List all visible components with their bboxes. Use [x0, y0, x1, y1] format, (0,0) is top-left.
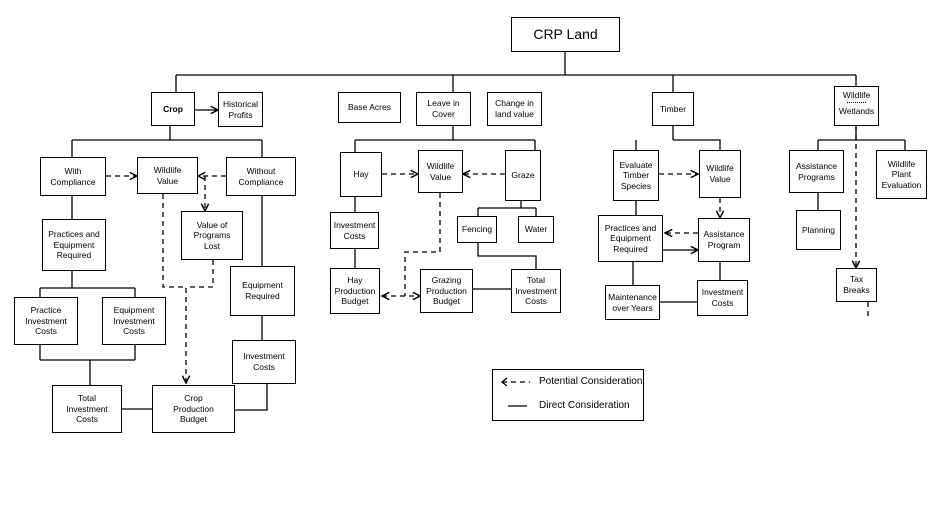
base-acres-box: Base Acres [338, 92, 401, 123]
wildlife-wetlands-separator [847, 102, 866, 103]
evaluate-timber-species-box: Evaluate Timber Species [613, 150, 659, 201]
practice-investment-costs-box: Practice Investment Costs [14, 297, 78, 345]
tax-breaks-box: Tax Breaks [836, 268, 877, 302]
historical-profits-box: Historical Profits [218, 92, 263, 127]
planning-box: Planning [796, 210, 841, 250]
wildlife-wetlands-box: Wildlife Wetlands [834, 86, 879, 126]
cover-wildlife-value-box: Wildlife Value [418, 150, 463, 193]
legend-direct: Direct Consideration [501, 400, 630, 411]
equipment-investment-costs-box: Equipment Investment Costs [102, 297, 166, 345]
legend: Potential Consideration Direct Considera… [492, 369, 644, 421]
legend-direct-label: Direct Consideration [539, 400, 630, 411]
timber-practices-equipment-box: Practices and Equipment Required [598, 215, 663, 262]
legend-potential-label: Potential Consideration [539, 376, 643, 387]
timber-box: Timber [652, 92, 694, 126]
crop-practices-equipment-box: Practices and Equipment Required [42, 219, 106, 271]
wildlife-plant-evaluation-box: Wildlife Plant Evaluation [876, 150, 927, 199]
with-compliance-box: With Compliance [40, 157, 106, 196]
cover-total-investment-costs-box: Total Investment Costs [511, 269, 561, 313]
wildlife-label: Wildlife [842, 90, 871, 100]
graze-box: Graze [505, 150, 541, 201]
timber-investment-costs-box: Investment Costs [697, 280, 748, 316]
solid-line-icon [508, 404, 527, 407]
timber-wildlife-value-box: Wildlife Value [699, 150, 741, 198]
hay-production-budget-box: Hay Production Budget [330, 268, 380, 314]
maintenance-over-years-box: Maintenance over Years [605, 285, 660, 320]
assistance-program-box: Assistance Program [698, 218, 750, 262]
crop-investment-costs-box: Investment Costs [232, 340, 296, 384]
dashed-arrow-icon [501, 376, 530, 387]
crop-total-investment-costs-box: Total Investment Costs [52, 385, 122, 433]
cover-investment-costs-box: Investment Costs [330, 212, 379, 249]
water-box: Water [518, 216, 554, 243]
legend-potential: Potential Consideration [501, 376, 642, 387]
grazing-production-budget-box: Grazing Production Budget [420, 269, 473, 313]
leave-in-cover-box: Leave in Cover [416, 92, 471, 126]
crop-wildlife-value-box: Wildlife Value [137, 157, 198, 194]
value-of-programs-lost-box: Value of Programs Lost [181, 211, 243, 260]
equipment-required-box: Equipment Required [230, 266, 295, 316]
change-in-land-value-box: Change in land value [487, 92, 542, 126]
wetlands-label: Wetlands [838, 106, 875, 116]
hay-box: Hay [340, 152, 382, 197]
without-compliance-box: Without Compliance [226, 157, 296, 196]
fencing-box: Fencing [457, 216, 497, 243]
crop-production-budget-box: Crop Production Budget [152, 385, 235, 433]
crp-land-box: CRP Land [511, 17, 620, 52]
crop-box: Crop [151, 92, 195, 126]
assistance-programs-box: Assistance Programs [789, 150, 844, 193]
